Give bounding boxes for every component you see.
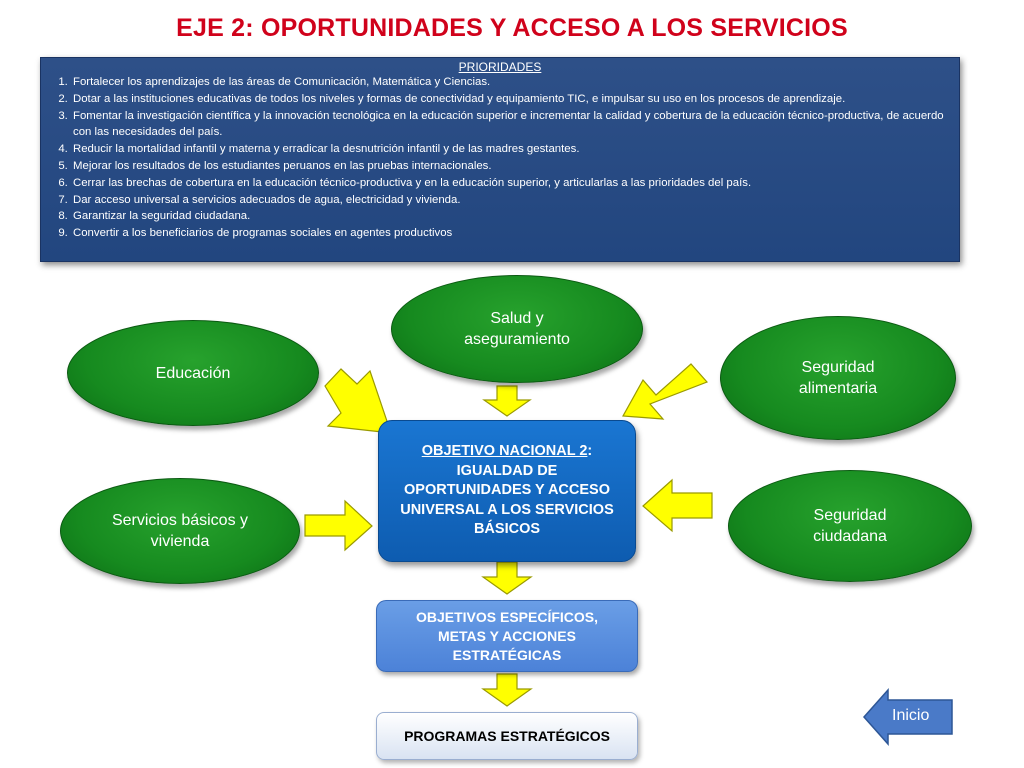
- strategic-programs-text: PROGRAMAS ESTRATÉGICOS: [404, 728, 610, 744]
- specific-objectives-text: OBJETIVOS ESPECÍFICOS, METAS Y ACCIONES …: [415, 608, 599, 663]
- node-salud-label: Salud y aseguramiento: [464, 310, 570, 348]
- arrow-specific-to-programs: [481, 673, 533, 707]
- home-button-label: Inicio: [892, 707, 930, 724]
- arrow-objective-to-specific: [481, 561, 533, 595]
- node-seguridad-alimentaria-label: Seguridad alimentaria: [798, 359, 878, 397]
- node-servicios: Servicios básicos y vivienda: [60, 478, 300, 584]
- priorities-heading: PRIORIDADES: [458, 60, 542, 74]
- priority-item: Reducir la mortalidad infantil y materna…: [71, 141, 949, 158]
- priority-item: Cerrar las brechas de cobertura en la ed…: [71, 175, 949, 192]
- priority-item: Dotar a las instituciones educativas de …: [71, 91, 949, 108]
- national-objective-text: IGUALDAD DE OPORTUNIDADES Y ACCESO UNIVE…: [400, 462, 614, 538]
- national-objective-heading: OBJETIVO NACIONAL 2:: [422, 442, 593, 462]
- priority-item: Mejorar los resultados de los estudiante…: [71, 158, 949, 175]
- national-objective-box: OBJETIVO NACIONAL 2: IGUALDAD DE OPORTUN…: [378, 420, 636, 562]
- arrow-servicios-to-objective: [304, 499, 373, 552]
- priority-item: Garantizar la seguridad ciudadana.: [71, 208, 949, 225]
- page-title: EJE 2: OPORTUNIDADES Y ACCESO A LOS SERV…: [176, 14, 848, 42]
- node-educacion: Educación: [67, 320, 319, 426]
- arrow-salud-to-objective: [482, 385, 532, 417]
- node-seguridad-ciudadana: Seguridad ciudadana: [728, 470, 972, 582]
- priorities-panel: PRIORIDADES Fortalecer los aprendizajes …: [40, 57, 960, 262]
- node-seguridad-alimentaria: Seguridad alimentaria: [720, 316, 956, 440]
- priority-item: Fortalecer los aprendizajes de las áreas…: [71, 74, 949, 91]
- back-arrow-icon: [862, 688, 953, 746]
- priority-item: Fomentar la investigación científica y l…: [71, 108, 949, 142]
- node-educacion-label: Educación: [155, 364, 231, 382]
- node-servicios-label: Servicios básicos y vivienda: [111, 512, 249, 550]
- home-button[interactable]: Inicio: [862, 688, 954, 746]
- arrow-educacion-to-objective: [324, 368, 392, 434]
- specific-objectives-box: OBJETIVOS ESPECÍFICOS, METAS Y ACCIONES …: [376, 600, 638, 672]
- priority-item: Convertir a los beneficiarios de program…: [71, 225, 949, 242]
- strategic-programs-box: PROGRAMAS ESTRATÉGICOS: [376, 712, 638, 760]
- arrow-seguridad-ciudadana-to-objective: [642, 478, 713, 533]
- node-seguridad-ciudadana-label: Seguridad ciudadana: [813, 507, 887, 545]
- node-salud: Salud y aseguramiento: [391, 275, 643, 383]
- priorities-list: Fortalecer los aprendizajes de las áreas…: [51, 74, 949, 242]
- national-objective-separator: :: [587, 443, 593, 460]
- priority-item: Dar acceso universal a servicios adecuad…: [71, 192, 949, 209]
- national-objective-label: OBJETIVO NACIONAL 2: [421, 443, 588, 460]
- arrow-seguridad-alimentaria-to-objective: [622, 363, 709, 420]
